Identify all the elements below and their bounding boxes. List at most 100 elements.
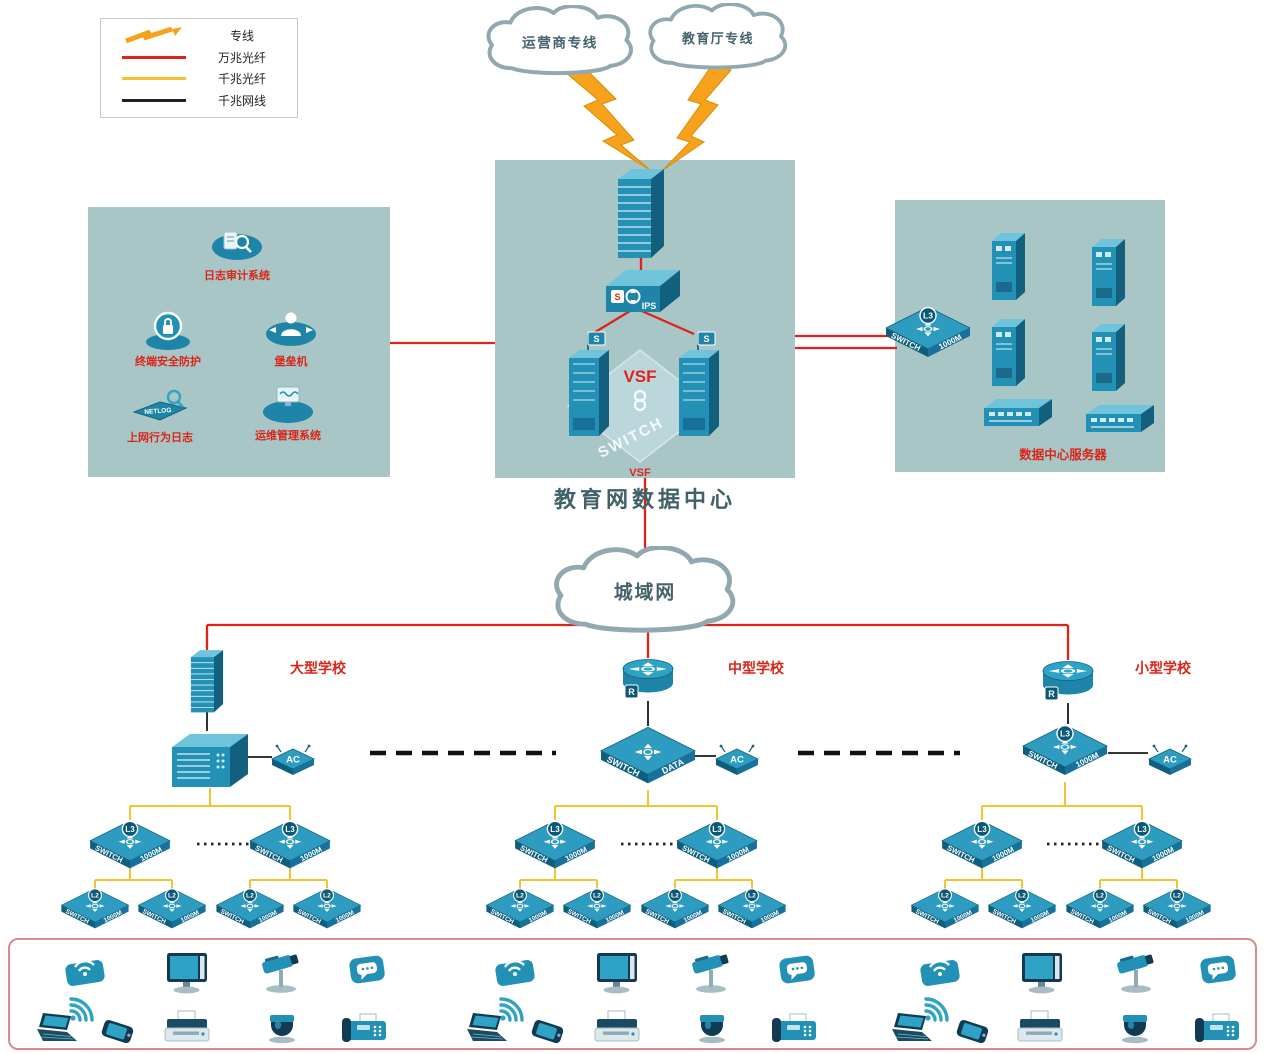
lightning-bolt-carrier bbox=[563, 65, 651, 171]
svg-text:运营商专线: 运营商专线 bbox=[522, 34, 598, 50]
cctv-icon bbox=[692, 954, 729, 993]
wifi-signal-large bbox=[64, 990, 106, 1026]
10g-fiber-line-swatch bbox=[111, 55, 197, 59]
desktop-monitor-small bbox=[1019, 952, 1065, 994]
server-icon bbox=[992, 233, 1025, 300]
fax-phone-large bbox=[340, 1012, 390, 1048]
fax-icon bbox=[1195, 1013, 1239, 1042]
dome-camera-medium bbox=[692, 1012, 732, 1044]
dome-icon bbox=[1122, 1015, 1148, 1044]
sec-bastion-host-label: 堡垒机 bbox=[274, 356, 308, 368]
red-link-line bbox=[634, 306, 695, 336]
svg-text:L2: L2 bbox=[168, 893, 176, 900]
svg-text:L3: L3 bbox=[1137, 825, 1147, 834]
legend-label: 千兆网线 bbox=[217, 93, 266, 108]
svg-text:L2: L2 bbox=[91, 893, 99, 900]
monitor-icon bbox=[1022, 953, 1062, 994]
svg-text:AC: AC bbox=[730, 755, 744, 766]
fax-icon bbox=[772, 1013, 816, 1042]
wireless-ap-medium bbox=[489, 950, 541, 988]
svg-text:VSF: VSF bbox=[623, 367, 656, 386]
school-medium-router: R bbox=[618, 655, 678, 703]
school-large-ac: AC bbox=[270, 744, 316, 782]
dc-rack-server-1 bbox=[982, 396, 1054, 430]
router-icon: R bbox=[622, 659, 674, 699]
cloud-icon: 城域网 bbox=[554, 546, 736, 633]
sec-icon: NETLOG bbox=[132, 389, 188, 421]
phone-icon bbox=[956, 1020, 989, 1044]
wifi-icon bbox=[499, 997, 524, 1022]
dc-server-4 bbox=[1088, 321, 1128, 393]
smartphone-small bbox=[952, 1018, 992, 1048]
sec-bastion-host: 堡垒机 bbox=[259, 306, 323, 369]
school-large-caption-label: 大型学校 bbox=[290, 660, 346, 676]
chat-terminal-small bbox=[1195, 952, 1241, 988]
svg-text:L2: L2 bbox=[1173, 893, 1181, 900]
chat-icon bbox=[349, 955, 385, 984]
coretower-icon: S bbox=[679, 331, 719, 436]
cloud-icon: 教育厅专线 bbox=[648, 3, 788, 70]
ac-icon: AC bbox=[715, 744, 759, 775]
laptop-icon bbox=[892, 1013, 932, 1041]
laptop-icon bbox=[467, 1013, 507, 1041]
dc-servers-caption-label: 数据中心服务器 bbox=[1019, 448, 1107, 462]
svg-text:L2: L2 bbox=[593, 893, 601, 900]
cloud-education-line: 教育厅专线 bbox=[641, 3, 795, 75]
firewall-icon bbox=[618, 169, 664, 258]
monitor-icon bbox=[597, 953, 637, 994]
legend: 专线 万兆光纤 千兆光纤 千兆网线 bbox=[100, 18, 298, 118]
dc-server-3 bbox=[988, 316, 1028, 388]
dc-server-2 bbox=[1088, 236, 1128, 308]
school-medium-ac: AC bbox=[714, 744, 760, 782]
wifi-signal-medium bbox=[494, 990, 536, 1026]
cctv-camera-large bbox=[258, 950, 306, 994]
school-large-firewall bbox=[189, 648, 225, 714]
svg-text:S: S bbox=[593, 334, 599, 344]
legend-label: 专线 bbox=[229, 29, 254, 44]
dome-icon bbox=[699, 1015, 725, 1044]
phone-icon bbox=[531, 1020, 564, 1044]
ac-icon: AC bbox=[271, 744, 315, 775]
svg-text:L3: L3 bbox=[977, 825, 987, 834]
laptop-small bbox=[886, 1012, 938, 1046]
ap-icon bbox=[495, 960, 535, 986]
cctv-camera-medium bbox=[688, 950, 736, 994]
server-icon bbox=[1092, 239, 1125, 306]
legend-row-dedicated-line: 专线 bbox=[111, 25, 287, 47]
printer-icon bbox=[594, 1010, 640, 1042]
core-switch-2: S bbox=[674, 330, 722, 440]
school-medium-caption-label: 中型学校 bbox=[728, 660, 784, 676]
firewall-icon bbox=[190, 650, 224, 713]
cloud-icon: 运营商专线 bbox=[486, 5, 633, 76]
legend-row-1g-fiber: 千兆光纤 bbox=[111, 68, 287, 90]
school-small-router: R bbox=[1038, 657, 1098, 705]
rack-icon bbox=[984, 399, 1052, 426]
red-link-line bbox=[591, 307, 636, 335]
svg-text:R: R bbox=[1048, 689, 1055, 699]
svg-text:AC: AC bbox=[1163, 755, 1177, 766]
nas-icon bbox=[172, 734, 248, 787]
lightning-icon bbox=[111, 26, 197, 45]
sec-netlog-label: 上网行为日志 bbox=[127, 432, 193, 444]
